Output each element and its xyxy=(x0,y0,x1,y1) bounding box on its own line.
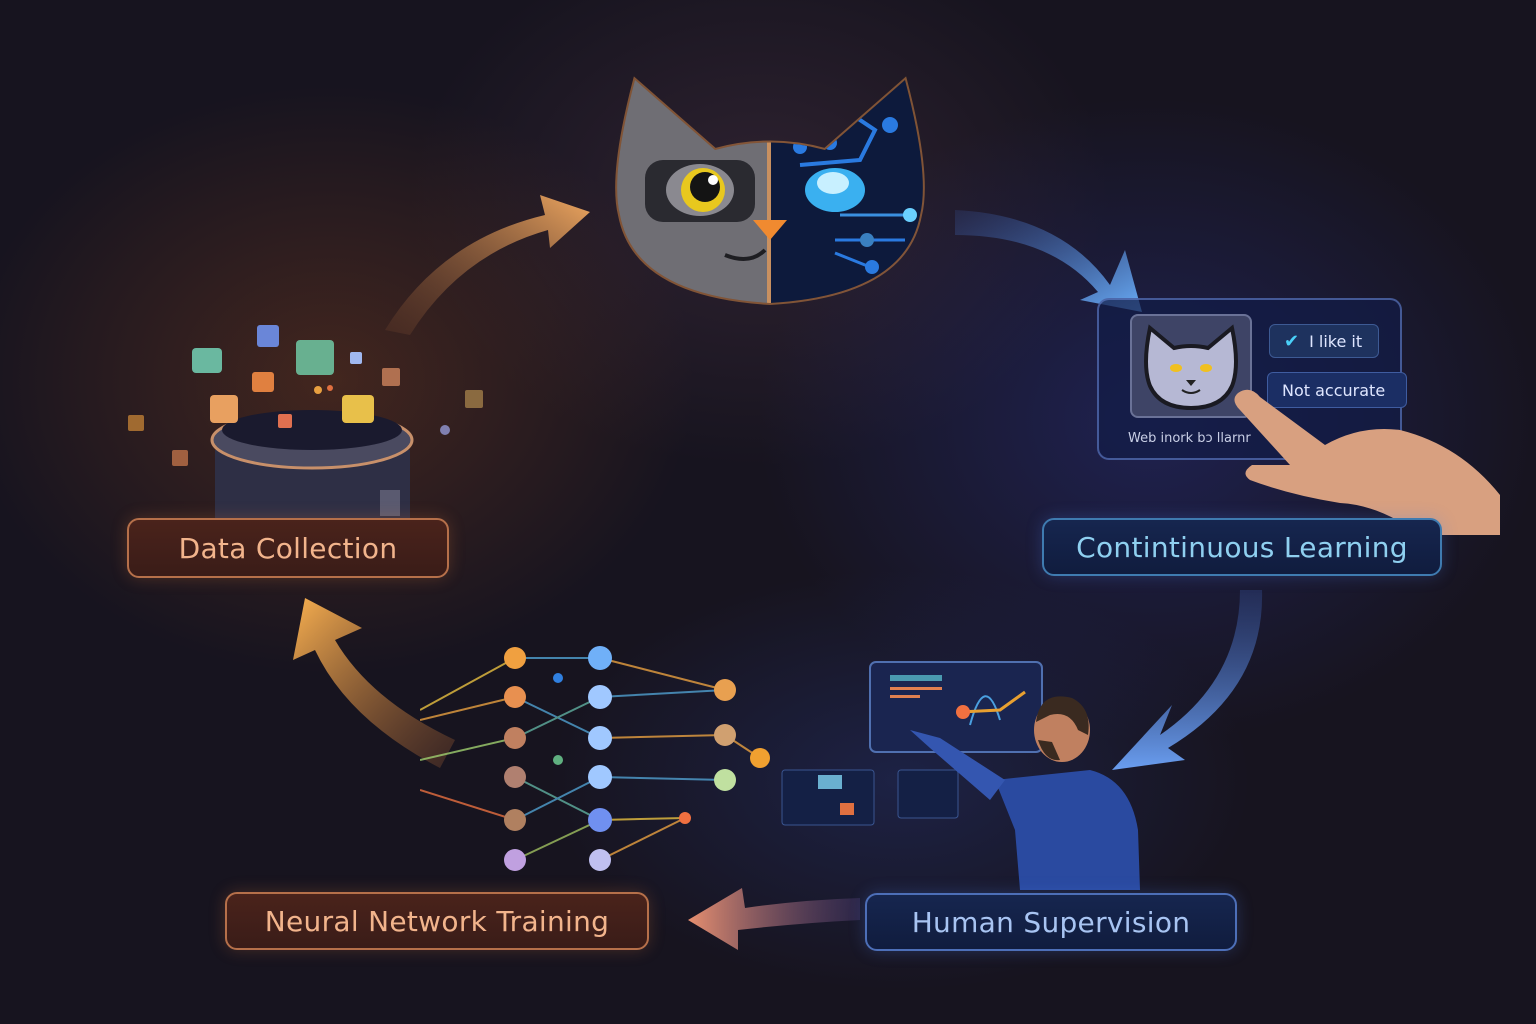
check-icon: ✔ xyxy=(1284,330,1300,352)
human-supervision-icon xyxy=(781,661,1140,890)
data-server-icon xyxy=(128,325,483,520)
like-button[interactable]: ✔ I like it xyxy=(1269,324,1379,358)
stage-label-human-supervision: Human Supervision xyxy=(911,905,1191,939)
stage-human-supervision: Human Supervision xyxy=(865,893,1237,951)
stage-label-neural-network-training: Neural Network Training xyxy=(264,904,610,938)
not-accurate-button[interactable]: Not accurate xyxy=(1267,372,1407,408)
cat-thumbnail xyxy=(1130,314,1252,418)
neural-network-icon xyxy=(420,646,770,871)
like-label: I like it xyxy=(1309,331,1363,351)
arrow-to-data-collection xyxy=(293,598,455,768)
hand-pointer-icon xyxy=(1234,389,1500,535)
arrow-to-nn-training xyxy=(688,888,860,950)
cat-logo-icon xyxy=(615,76,925,306)
card-caption: Web inork bɔ llarnr xyxy=(1128,431,1251,446)
arrow-to-human-supervision xyxy=(1112,590,1263,770)
stage-label-data-collection: Data Collection xyxy=(178,531,398,565)
stage-data-collection: Data Collection xyxy=(127,518,449,578)
arrow-to-logo xyxy=(385,195,590,335)
cat-face-icon xyxy=(1144,324,1238,411)
stage-neural-network-training: Neural Network Training xyxy=(225,892,649,950)
stage-label-continuous-learning: Contintinuous Learning xyxy=(1076,530,1408,564)
arrow-to-continuous-learning xyxy=(955,210,1142,312)
stage-continuous-learning: Contintinuous Learning xyxy=(1042,518,1442,576)
not-accurate-label: Not accurate xyxy=(1282,380,1386,400)
